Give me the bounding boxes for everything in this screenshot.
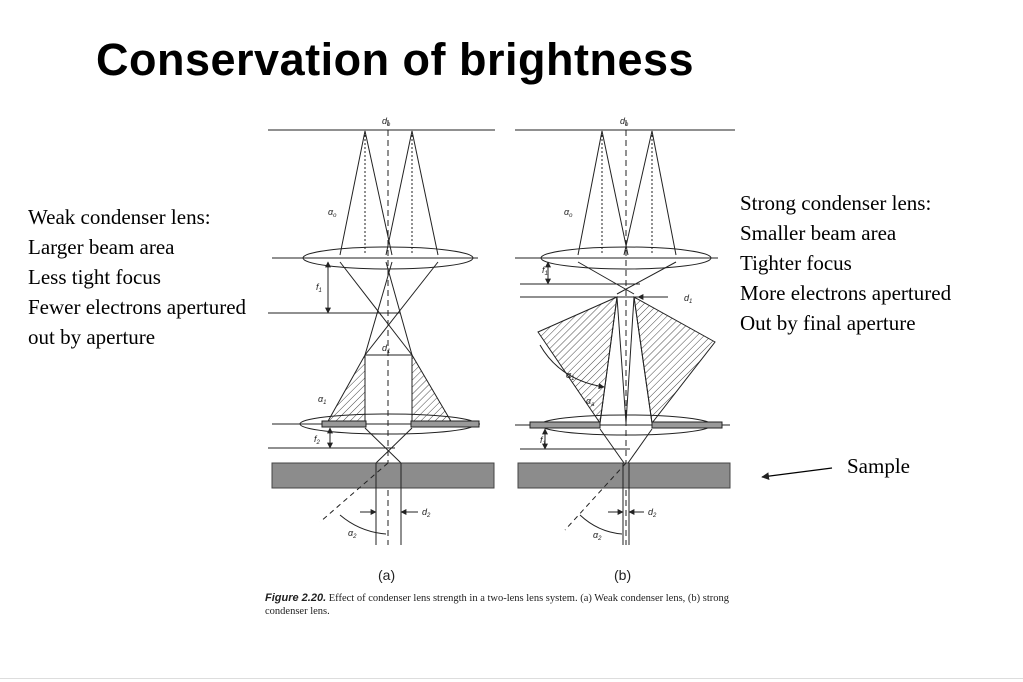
label-alpha0-b: αo <box>564 207 573 219</box>
label-alpha-a-b: αa <box>586 396 595 408</box>
cone-right <box>411 353 453 424</box>
label-alpha2-a: α2 <box>348 528 357 540</box>
label-f1b-b: f1 <box>540 435 546 447</box>
label-d2-a: d2 <box>422 507 431 519</box>
label-f2-a: f2 <box>314 434 321 446</box>
label-d1-a: d1 <box>382 343 390 355</box>
caption-label: Figure 2.20. <box>265 592 327 604</box>
strong-lens-line: More electrons apertured <box>740 281 952 305</box>
weak-lens-heading: Weak condenser lens: <box>28 205 211 229</box>
panel-label-a: (a) <box>378 567 395 583</box>
strong-lens-notes: Strong condenser lens: Smaller beam area… <box>740 188 951 338</box>
strong-lens-line: Out by final aperture <box>740 311 916 335</box>
weak-lens-line: Fewer electrons apertured <box>28 295 247 319</box>
label-d2-b: d2 <box>648 507 657 519</box>
caption-text: Effect of condenser lens strength in a t… <box>265 593 730 617</box>
label-alpha1-a: α1 <box>318 394 326 406</box>
specimen-b <box>517 462 731 489</box>
cone-right-b <box>633 296 716 425</box>
bottom-divider <box>0 678 1023 679</box>
strong-lens-line: Tighter focus <box>740 251 852 275</box>
label-f1-b: f1 <box>542 265 548 277</box>
weak-lens-line: Larger beam area <box>28 235 175 259</box>
panel-b <box>515 120 735 545</box>
sample-arrow <box>761 467 833 480</box>
weak-lens-line: out by aperture <box>28 325 156 349</box>
weak-lens-notes: Weak condenser lens: Larger beam area Le… <box>28 202 246 352</box>
panel-label-b: (b) <box>614 567 631 583</box>
cone-left <box>326 353 366 424</box>
slide-title: Conservation of brightness <box>96 34 695 85</box>
sample-label: Sample <box>847 454 910 478</box>
label-d1-b: d1 <box>684 293 692 305</box>
specimen-a <box>271 462 495 489</box>
label-alpha1-b: α1 <box>566 370 574 382</box>
label-d0-a: do <box>382 116 391 128</box>
cone-left-b <box>537 296 618 425</box>
strong-lens-line: Smaller beam area <box>740 221 897 245</box>
label-alpha0-a: αo <box>328 207 337 219</box>
figure-caption: Figure 2.20. Effect of condenser lens st… <box>265 592 745 618</box>
label-d0-b: do <box>620 116 629 128</box>
label-alpha2-b: α2 <box>593 530 602 542</box>
label-f1-a: f1 <box>316 282 322 294</box>
strong-lens-heading: Strong condenser lens: <box>740 191 932 215</box>
weak-lens-line: Less tight focus <box>28 265 161 289</box>
panel-a <box>268 120 495 545</box>
